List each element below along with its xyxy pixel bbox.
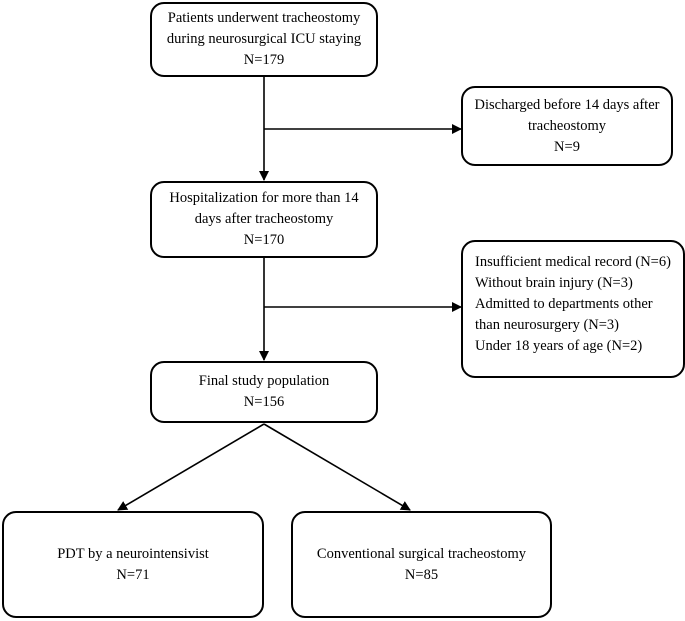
- start-count: N=179: [243, 52, 285, 68]
- exclusion-reason-3a: Admitted to departments other: [475, 296, 653, 312]
- discharged-count: N=9: [554, 138, 580, 155]
- discharged-line-2: tracheostomy: [527, 117, 607, 134]
- other-exclusion-box: Insufficient medical record (N=6) Withou…: [461, 240, 685, 378]
- discharged-line-1: Discharged before 14 days after: [474, 96, 660, 113]
- exclusion-reason-2: Without brain injury (N=3): [475, 275, 633, 291]
- pdt-line-1: PDT by a neurointensivist: [57, 545, 209, 562]
- arrow-final-to-surgical: [263, 423, 411, 511]
- surgical-line-1: Conventional surgical tracheostomy: [316, 545, 527, 562]
- final-count: N=156: [243, 394, 285, 410]
- pdt-count: N=71: [116, 566, 150, 583]
- exclusion-reason-1: Insufficient medical record (N=6): [475, 254, 671, 270]
- final-line-1: Final study population: [198, 373, 330, 389]
- arrow-final-to-pdt: [117, 423, 265, 511]
- start-line-2: during neurosurgical ICU staying: [166, 31, 362, 47]
- exclusion-reason-4: Under 18 years of age (N=2): [475, 338, 643, 354]
- hospitalized-line-1: Hospitalization for more than 14: [169, 190, 359, 206]
- surgical-count: N=85: [404, 566, 439, 583]
- hospitalized-box: Hospitalization for more than 14 days af…: [150, 181, 378, 258]
- discharged-exclusion-box: Discharged before 14 days after tracheos…: [461, 86, 673, 166]
- hospitalized-count: N=170: [243, 232, 285, 248]
- start-line-1: Patients underwent tracheostomy: [167, 10, 361, 26]
- surgical-group-box: Conventional surgical tracheostomy N=85: [291, 511, 552, 618]
- start-population-box: Patients underwent tracheostomy during n…: [150, 2, 378, 77]
- exclusion-reason-3b: than neurosurgery (N=3): [475, 317, 620, 333]
- final-population-box: Final study population N=156: [150, 361, 378, 423]
- pdt-group-box: PDT by a neurointensivist N=71: [2, 511, 264, 618]
- hospitalized-line-2: days after tracheostomy: [194, 211, 334, 227]
